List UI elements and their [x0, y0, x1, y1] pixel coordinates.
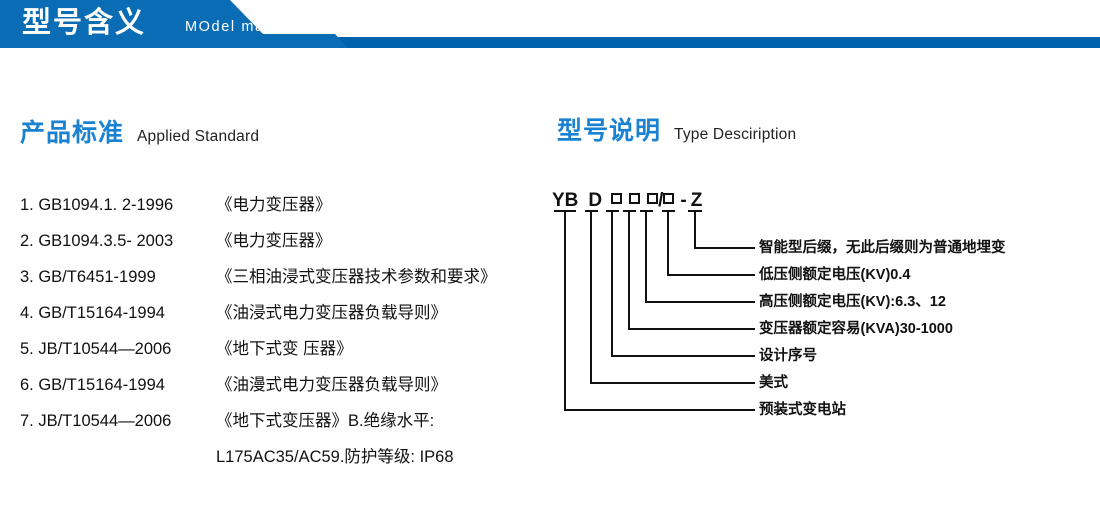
standard-name: 《油浸式电力变压器负载导则》 — [216, 304, 447, 322]
code-part-box-4 — [663, 193, 675, 204]
leader-line-4 — [628, 211, 755, 330]
code-part-d: D — [588, 190, 603, 211]
model-code-string: YB D /-Z — [552, 190, 702, 212]
code-part-box-1 — [611, 193, 623, 204]
section-heading-applied-standard: 产品标准 Applied Standard — [20, 113, 259, 149]
list-item: 7. JB/T10544—2006 《地下式变压器》B.绝缘水平: — [20, 407, 550, 443]
standard-continuation-line: L175AC35/AC59.防护等级: IP68 — [216, 448, 454, 466]
model-label-american-type: 美式 — [759, 375, 788, 391]
standard-name: 《三相油浸式变压器技术参数和要求》 — [216, 268, 497, 286]
code-part-box-2 — [629, 193, 641, 204]
header-title-cn: 型号含义 — [22, 7, 147, 39]
standard-code: 3. GB/T6451-1999 — [20, 268, 156, 286]
list-item: 1. GB1094.1. 2-1996 《电力变压器》 — [20, 191, 550, 227]
standard-name: 《油漫式电力变压器负载导则》 — [216, 376, 447, 394]
page-header-banner: 型号含义 MOdel maning — [0, 0, 1100, 55]
leader-lines-svg — [554, 210, 755, 411]
list-item: 6. GB/T15164-1994 《油漫式电力变压器负载导则》 — [20, 371, 550, 407]
standard-code: 5. JB/T10544—2006 — [20, 340, 172, 358]
section-heading-left-en: Applied Standard — [137, 128, 260, 145]
leader-line-5 — [611, 211, 755, 357]
model-label-intelligent-suffix: 智能型后缀，无此后缀则为普通地埋变 — [759, 240, 1006, 256]
model-label-hv-rated-voltage: 高压侧额定电压(KV):6.3、12 — [759, 294, 946, 310]
header-title-en: MOdel maning — [185, 19, 299, 35]
standard-code: 6. GB/T15164-1994 — [20, 376, 165, 394]
code-part-z: Z — [690, 190, 703, 211]
section-heading-left-cn: 产品标准 — [20, 119, 125, 147]
model-label-prefab-substation: 预装式变电站 — [759, 402, 846, 418]
header-blue-bar — [0, 37, 1100, 48]
standard-code: 1. GB1094.1. 2-1996 — [20, 196, 174, 214]
standards-list: 1. GB1094.1. 2-1996 《电力变压器》 2. GB1094.3.… — [20, 191, 550, 479]
standard-name: 《电力变压器》 — [216, 232, 332, 250]
code-part-yb: YB — [552, 190, 579, 211]
list-item: 2. GB1094.3.5- 2003 《电力变压器》 — [20, 227, 550, 263]
model-label-design-serial-number: 设计序号 — [759, 348, 817, 364]
code-part-dash: - — [680, 190, 687, 211]
standard-code: 4. GB/T15164-1994 — [20, 304, 165, 322]
code-part-box-3 — [647, 193, 659, 204]
leader-line-2 — [667, 211, 755, 276]
list-item: 4. GB/T15164-1994 《油浸式电力变压器负载导则》 — [20, 299, 550, 335]
standard-code: 2. GB1094.3.5- 2003 — [20, 232, 174, 250]
section-heading-type-description: 型号说明 Type Desciription — [557, 111, 796, 147]
model-label-rated-capacity: 变压器额定容易(KVA)30-1000 — [759, 321, 953, 337]
leader-line-6 — [590, 211, 755, 384]
leader-line-1 — [694, 211, 755, 249]
standard-name: 《电力变压器》 — [216, 196, 332, 214]
standard-name: 《地下式变 压器》 — [216, 340, 353, 358]
code-part-slash: / — [658, 190, 664, 211]
list-item: 3. GB/T6451-1999 《三相油浸式变压器技术参数和要求》 — [20, 263, 550, 299]
section-heading-right-en: Type Desciription — [674, 126, 797, 143]
model-label-lv-rated-voltage: 低压侧额定电压(KV)0.4 — [759, 267, 911, 283]
leader-line-3 — [645, 211, 755, 303]
list-item: 5. JB/T10544—2006 《地下式变 压器》 — [20, 335, 550, 371]
standard-code: 7. JB/T10544—2006 — [20, 412, 172, 430]
section-heading-right-cn: 型号说明 — [557, 117, 662, 145]
standard-name: 《地下式变压器》B.绝缘水平: — [216, 412, 435, 430]
leader-line-7 — [564, 211, 755, 411]
